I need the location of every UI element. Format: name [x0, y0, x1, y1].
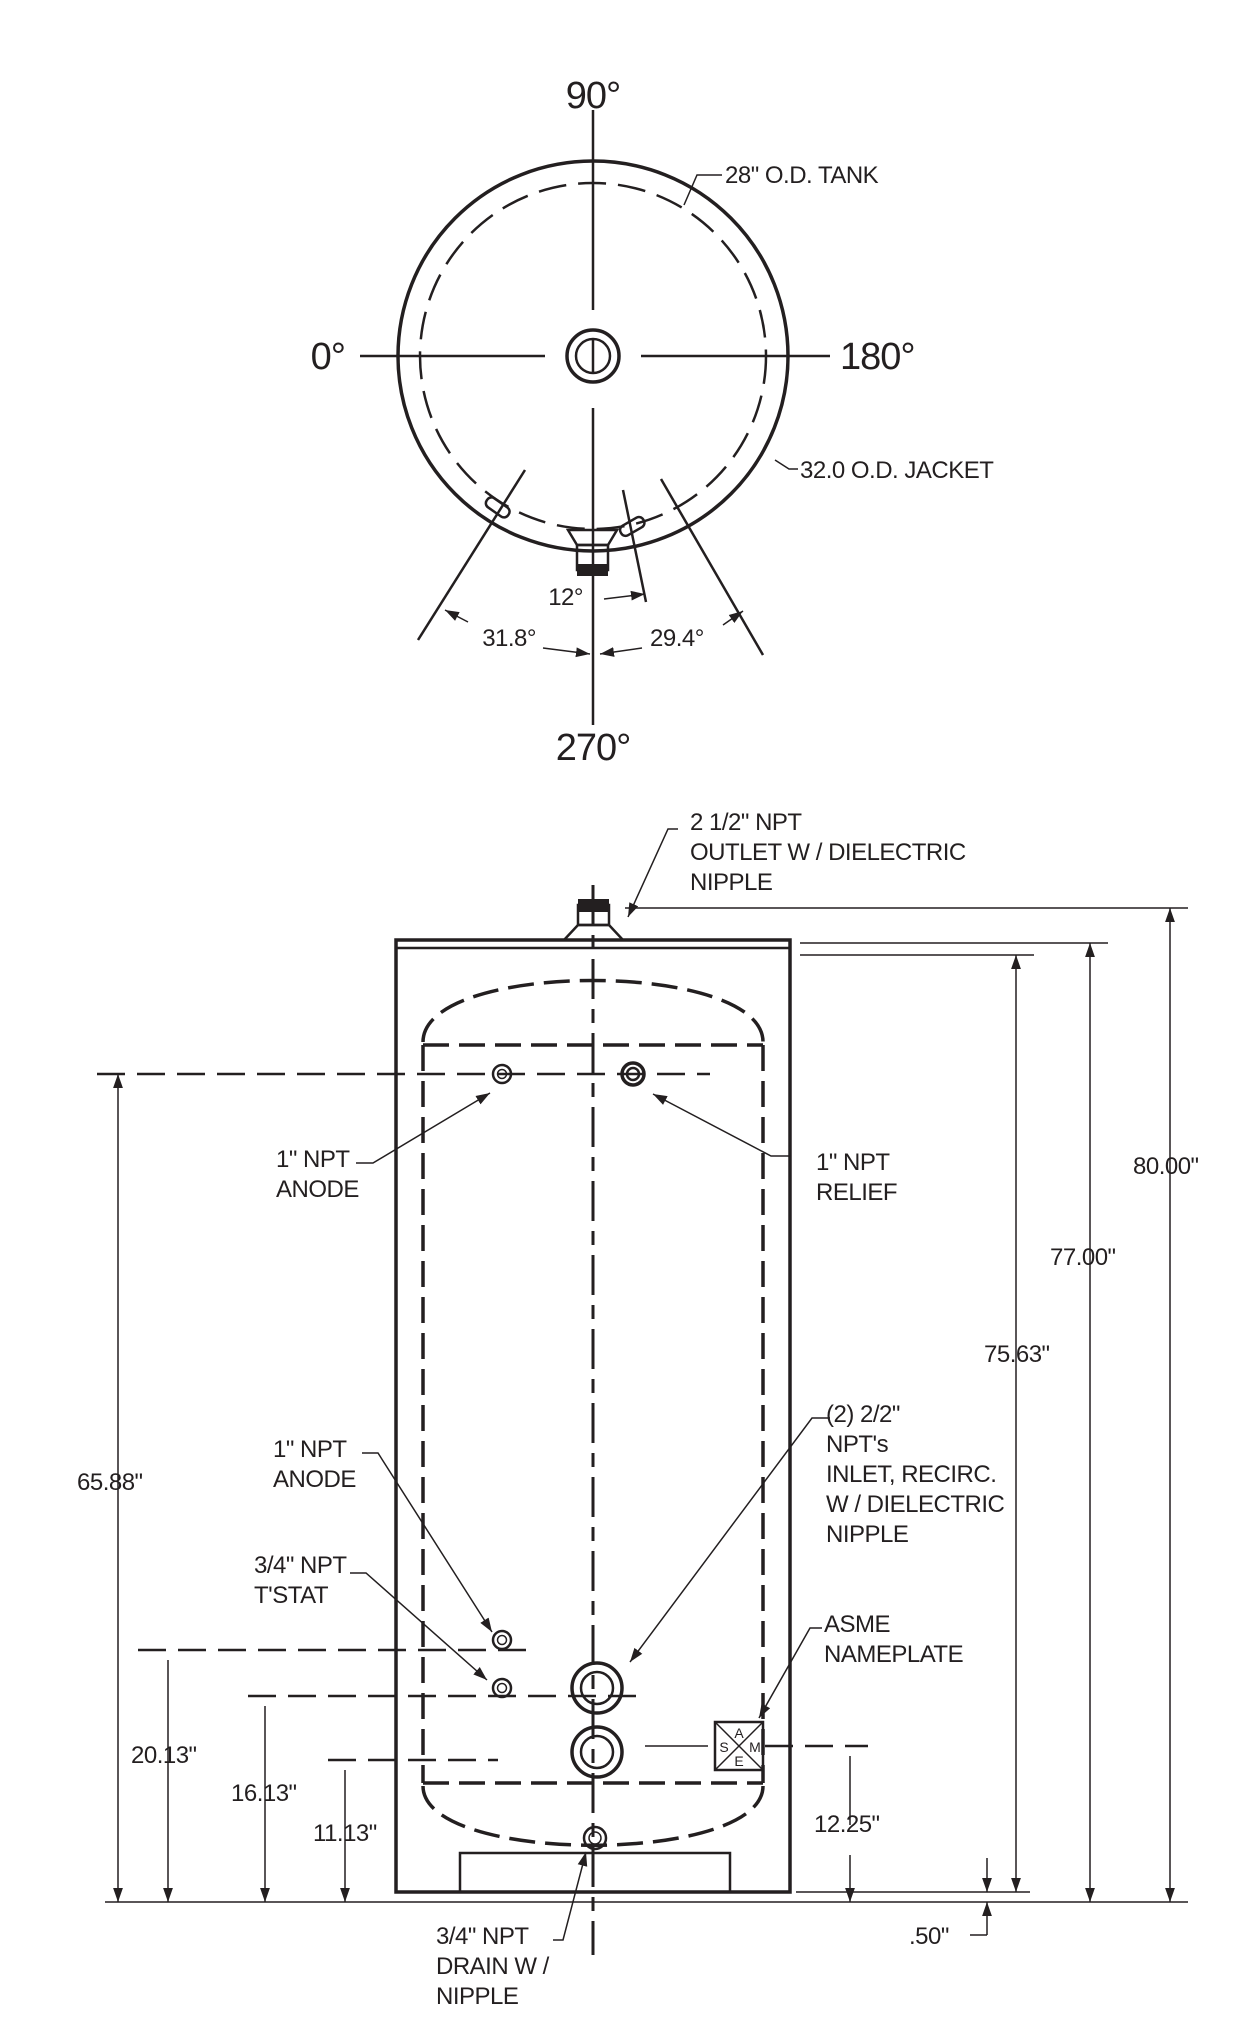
side-view	[97, 828, 1188, 1955]
svg-text:1" NPT: 1" NPT	[273, 1436, 347, 1463]
angle-270: 270°	[556, 727, 631, 769]
asme-nameplate-symbol	[713, 1720, 765, 1772]
svg-text:(2) 2/2": (2) 2/2"	[826, 1401, 900, 1428]
jacket-od-label: 32.0 O.D. JACKET	[800, 457, 994, 484]
svg-text:NIPPLE: NIPPLE	[436, 1983, 518, 2010]
inlet-fitting	[570, 1725, 624, 1779]
relief-label: 1" NPT RELIEF	[816, 1149, 898, 1206]
drain-label: 3/4" NPT DRAIN W / NIPPLE	[436, 1923, 550, 2010]
svg-text:NPT's: NPT's	[826, 1431, 889, 1458]
svg-text:1" NPT: 1" NPT	[816, 1149, 890, 1176]
svg-text:3/4" NPT: 3/4" NPT	[254, 1552, 347, 1579]
dim-16-13: 16.13"	[231, 1780, 297, 1807]
angle-0: 0°	[311, 336, 345, 378]
asme-letter-a: A	[734, 1725, 744, 1741]
dim-65-88: 65.88"	[77, 1469, 143, 1496]
svg-text:T'STAT: T'STAT	[254, 1582, 329, 1609]
angle-180: 180°	[840, 336, 915, 378]
dim-20-13: 20.13"	[131, 1742, 197, 1769]
radial-line-left	[416, 469, 527, 641]
angle-90: 90°	[566, 75, 620, 117]
dim-77-00: 77.00"	[1050, 1244, 1116, 1271]
dim-0-50: .50"	[909, 1923, 949, 1950]
tank-base	[458, 1851, 732, 1892]
svg-text:W / DIELECTRIC: W / DIELECTRIC	[826, 1491, 1005, 1518]
asme-letter-m: M	[749, 1739, 761, 1755]
svg-text:INLET, RECIRC.: INLET, RECIRC.	[826, 1461, 996, 1488]
svg-text:ANODE: ANODE	[273, 1466, 356, 1493]
tank-bottom-head	[421, 1785, 765, 1847]
svg-text:RELIEF: RELIEF	[816, 1179, 897, 1206]
svg-text:DRAIN W /: DRAIN W /	[436, 1953, 550, 1980]
angle-29-4-label: 29.4°	[650, 625, 704, 652]
anode-fitting-low	[491, 1629, 513, 1651]
dim-11-13: 11.13"	[313, 1820, 377, 1847]
anode-top-label: 1" NPT ANODE	[276, 1146, 359, 1203]
tstat-fitting	[491, 1677, 513, 1699]
anode-low-label: 1" NPT ANODE	[273, 1436, 356, 1493]
svg-text:ASME: ASME	[824, 1611, 890, 1638]
recirc-fitting	[570, 1661, 624, 1715]
center-boss	[565, 328, 621, 384]
svg-text:1" NPT: 1" NPT	[276, 1146, 350, 1173]
svg-text:NIPPLE: NIPPLE	[826, 1521, 908, 1548]
angle-31-8-label: 31.8°	[482, 625, 536, 652]
svg-text:OUTLET W / DIELECTRIC: OUTLET W / DIELECTRIC	[690, 839, 966, 866]
radial-line-12deg	[621, 489, 648, 603]
svg-text:2 1/2" NPT: 2 1/2" NPT	[690, 809, 802, 836]
asme-letter-e: E	[734, 1753, 743, 1769]
svg-text:NAMEPLATE: NAMEPLATE	[824, 1641, 963, 1668]
asme-letter-s: S	[719, 1739, 728, 1755]
angle-12-label: 12°	[548, 584, 583, 611]
top-view	[360, 110, 830, 725]
dim-12-25: 12.25"	[814, 1811, 880, 1838]
radial-line-right	[659, 478, 765, 656]
tank-od-label: 28" O.D. TANK	[725, 162, 879, 189]
drain-fitting	[582, 1825, 608, 1851]
dim-80-00: 80.00"	[1133, 1153, 1199, 1180]
svg-text:3/4" NPT: 3/4" NPT	[436, 1923, 529, 1950]
outlet-label: 2 1/2" NPT OUTLET W / DIELECTRIC NIPPLE	[690, 809, 966, 896]
dim-75-63: 75.63"	[984, 1341, 1050, 1368]
nameplate-label: ASME NAMEPLATE	[824, 1611, 964, 1668]
tstat-label: 3/4" NPT T'STAT	[254, 1552, 348, 1609]
svg-text:NIPPLE: NIPPLE	[690, 869, 772, 896]
inlet-recirc-label: (2) 2/2" NPT's INLET, RECIRC. W / DIELEC…	[826, 1401, 1005, 1548]
svg-text:ANODE: ANODE	[276, 1176, 359, 1203]
